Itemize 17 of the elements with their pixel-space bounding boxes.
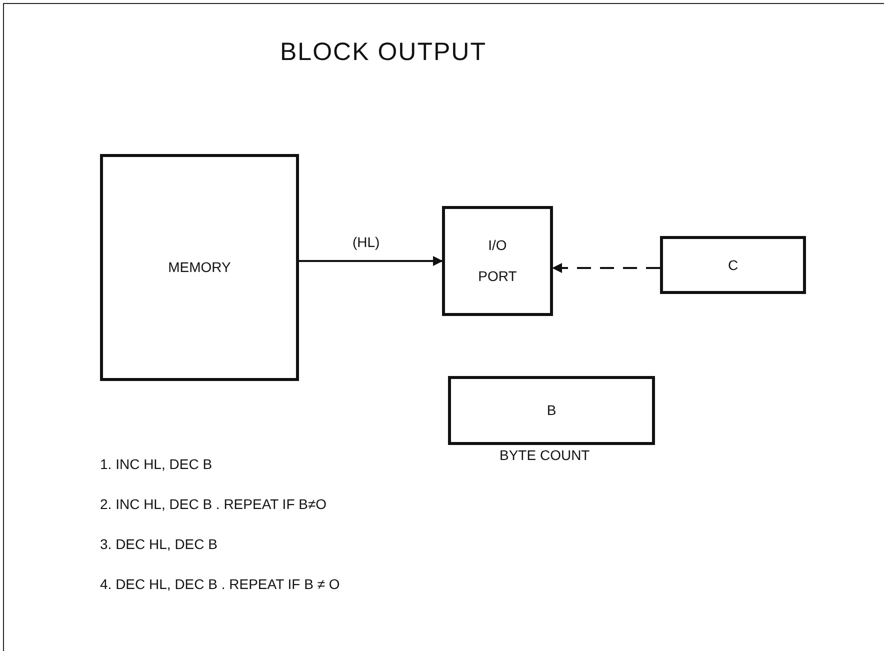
register-caption: BYTE COUNT — [500, 447, 590, 463]
register-box — [660, 236, 806, 294]
port-box — [442, 206, 553, 316]
arrow — [552, 263, 660, 273]
node-text: I/O PORT — [478, 236, 518, 286]
edge-label: (HL) — [350, 234, 382, 250]
arrow — [299, 256, 443, 266]
node-text: B — [546, 401, 556, 420]
memory-box — [100, 154, 299, 381]
instruction-note: 4. DEC HL, DEC B . REPEAT IF B ≠ O — [100, 576, 340, 592]
node-text: MEMORY — [168, 258, 231, 278]
instruction-note: 1. INC HL, DEC B — [100, 456, 212, 472]
instruction-note: 2. INC HL, DEC B . REPEAT IF B≠O — [100, 496, 327, 512]
instruction-note: 3. DEC HL, DEC B — [100, 536, 218, 552]
register-box — [448, 376, 655, 445]
node-text: C — [728, 256, 738, 275]
diagram-title: BLOCK OUTPUT — [280, 38, 486, 67]
